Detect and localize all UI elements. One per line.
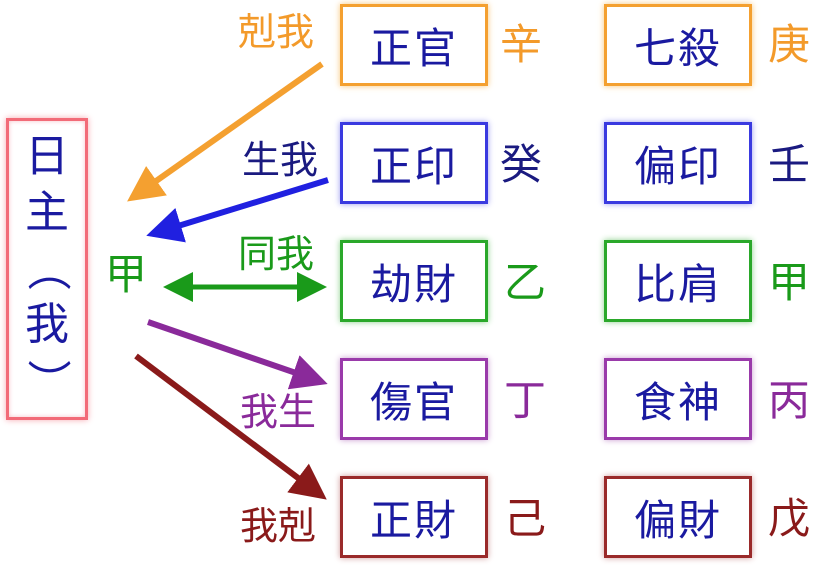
box-qi-sha: 七殺	[604, 4, 752, 86]
relation-label-wo-sheng: 我生	[240, 390, 317, 434]
day-master-paren-open: （	[22, 247, 73, 291]
box-shang-guan: 傷官	[340, 358, 488, 440]
relation-label-ke-wo: 剋我	[238, 10, 315, 54]
stem-ren: 壬	[768, 140, 811, 189]
day-master-stem: 甲	[104, 250, 147, 299]
day-master-char-2: 主	[25, 187, 69, 238]
stem-xin: 辛	[500, 20, 543, 69]
stem-bing: 丙	[768, 376, 811, 425]
box-zheng-cai: 正財	[340, 476, 488, 558]
arrow-sheng-wo	[146, 177, 329, 243]
box-zheng-guan: 正官	[340, 4, 488, 86]
stem-geng: 庚	[768, 20, 811, 69]
stem-jia: 甲	[768, 258, 811, 307]
stem-yi: 乙	[504, 258, 547, 307]
day-master-paren-close: ）	[22, 359, 73, 403]
box-zheng-yin: 正印	[340, 122, 488, 204]
stem-wu: 戊	[768, 494, 811, 543]
relation-label-wo-ke: 我剋	[240, 504, 317, 548]
box-jie-cai: 劫財	[340, 240, 488, 322]
box-pian-yin: 偏印	[604, 122, 752, 204]
stem-ding: 丁	[504, 376, 547, 425]
stem-ji: 己	[504, 494, 547, 543]
day-master-char-3: 我	[25, 299, 69, 350]
box-bi-jian: 比肩	[604, 240, 752, 322]
relation-label-tong-wo: 同我	[238, 232, 315, 276]
box-pian-cai: 偏財	[604, 476, 752, 558]
day-master-char-1: 日	[25, 131, 69, 182]
day-master-box: 日 主 （ 我 ）	[6, 118, 88, 420]
stem-gui: 癸	[500, 140, 543, 189]
arrow-wo-sheng	[147, 319, 328, 390]
relation-label-sheng-wo: 生我	[242, 138, 319, 182]
box-shi-shen: 食神	[604, 358, 752, 440]
